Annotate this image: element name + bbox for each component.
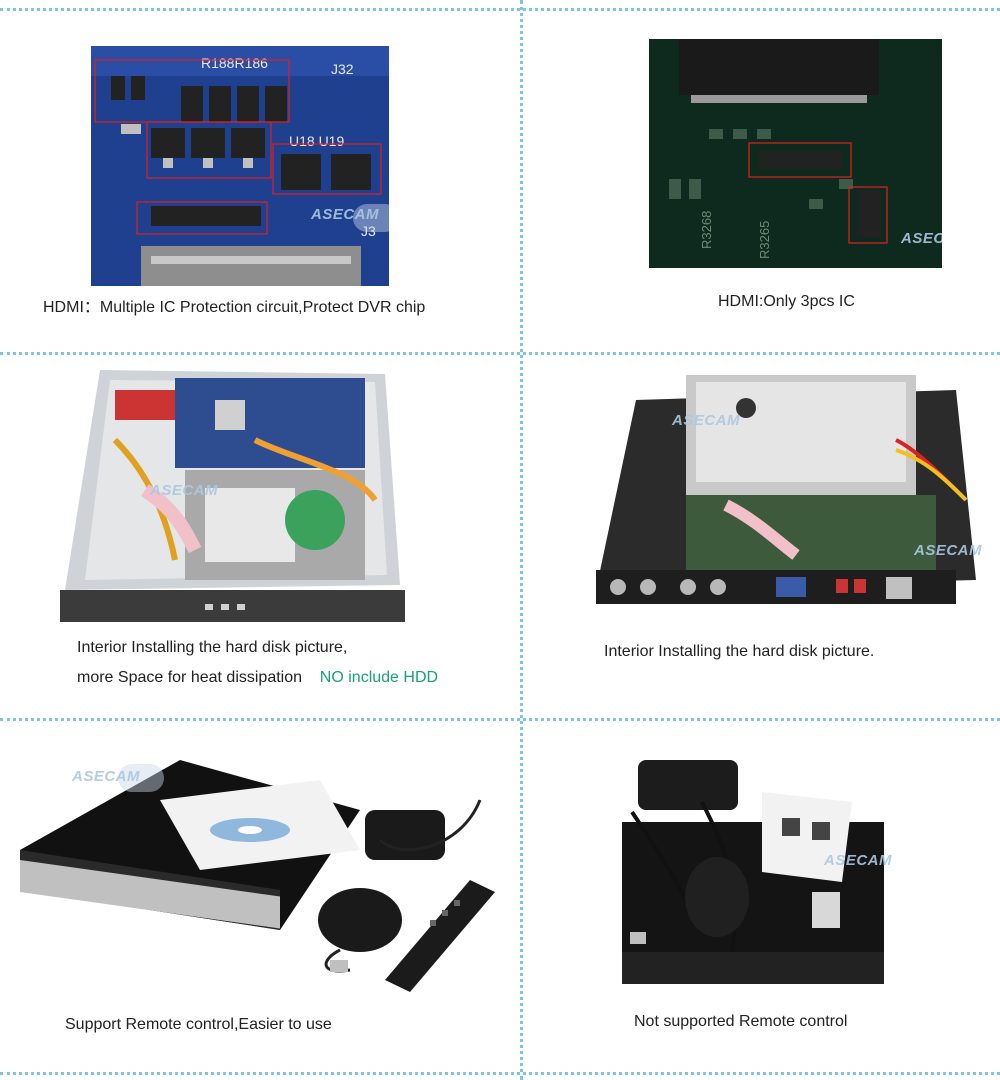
caption-interior-line2-text: more Space for heat dissipation (77, 669, 303, 686)
divider-top (0, 8, 1000, 11)
asecam-watermark: ASECAM (914, 542, 983, 559)
asecam-watermark: ASECAM (72, 768, 141, 785)
asecam-watermark: ASECAM (311, 206, 380, 223)
svg-text:J3: J3 (361, 223, 376, 239)
hdmi-protection-pcb-photo: R188R186 J32 U18 U19 J3 ASECAM (91, 46, 389, 286)
mini-dvr-kit-photo: ASECAM (612, 752, 894, 990)
asecam-watermark: ASECAM (150, 482, 219, 499)
caption-remote-not-supported: Not supported Remote control (634, 1013, 848, 1030)
divider-bottom (0, 1072, 1000, 1075)
svg-text:R3268: R3268 (699, 211, 714, 249)
asecam-watermark: ASECAM (824, 852, 893, 869)
svg-text:R3265: R3265 (757, 221, 772, 259)
caption-remote-supported: Support Remote control,Easier to use (65, 1016, 332, 1033)
divider-row1 (0, 352, 1000, 355)
caption-interior-cramped: Interior Installing the hard disk pictur… (604, 643, 875, 660)
asecam-watermark: ASECAM (901, 230, 942, 247)
divider-center (520, 0, 523, 1080)
caption-hdmi-3ic: HDMI:Only 3pcs IC (718, 293, 855, 310)
caption-hdmi-protection: HDMI：Multiple IC Protection circuit,Prot… (43, 299, 426, 316)
caption-interior-line1: Interior Installing the hard disk pictur… (77, 639, 348, 656)
svg-text:U18 U19: U18 U19 (289, 133, 344, 149)
svg-text:R188R186: R188R186 (201, 55, 268, 71)
dvr-with-remote-kit-photo: ASECAM (20, 760, 498, 1000)
asecam-watermark: ASECAM (672, 412, 741, 429)
no-hdd-note: NO include HDD (319, 669, 439, 686)
svg-text:J32: J32 (331, 61, 354, 77)
caption-interior-line2: more Space for heat dissipation NO inclu… (77, 668, 438, 688)
divider-row2 (0, 718, 1000, 721)
interior-cramped-case-photo: ASECAM ASECAM (596, 370, 998, 628)
hdmi-3ic-pcb-photo: R3268 R3265 ASECAM (649, 39, 942, 268)
interior-spacious-case-photo: ASECAM (55, 360, 405, 622)
